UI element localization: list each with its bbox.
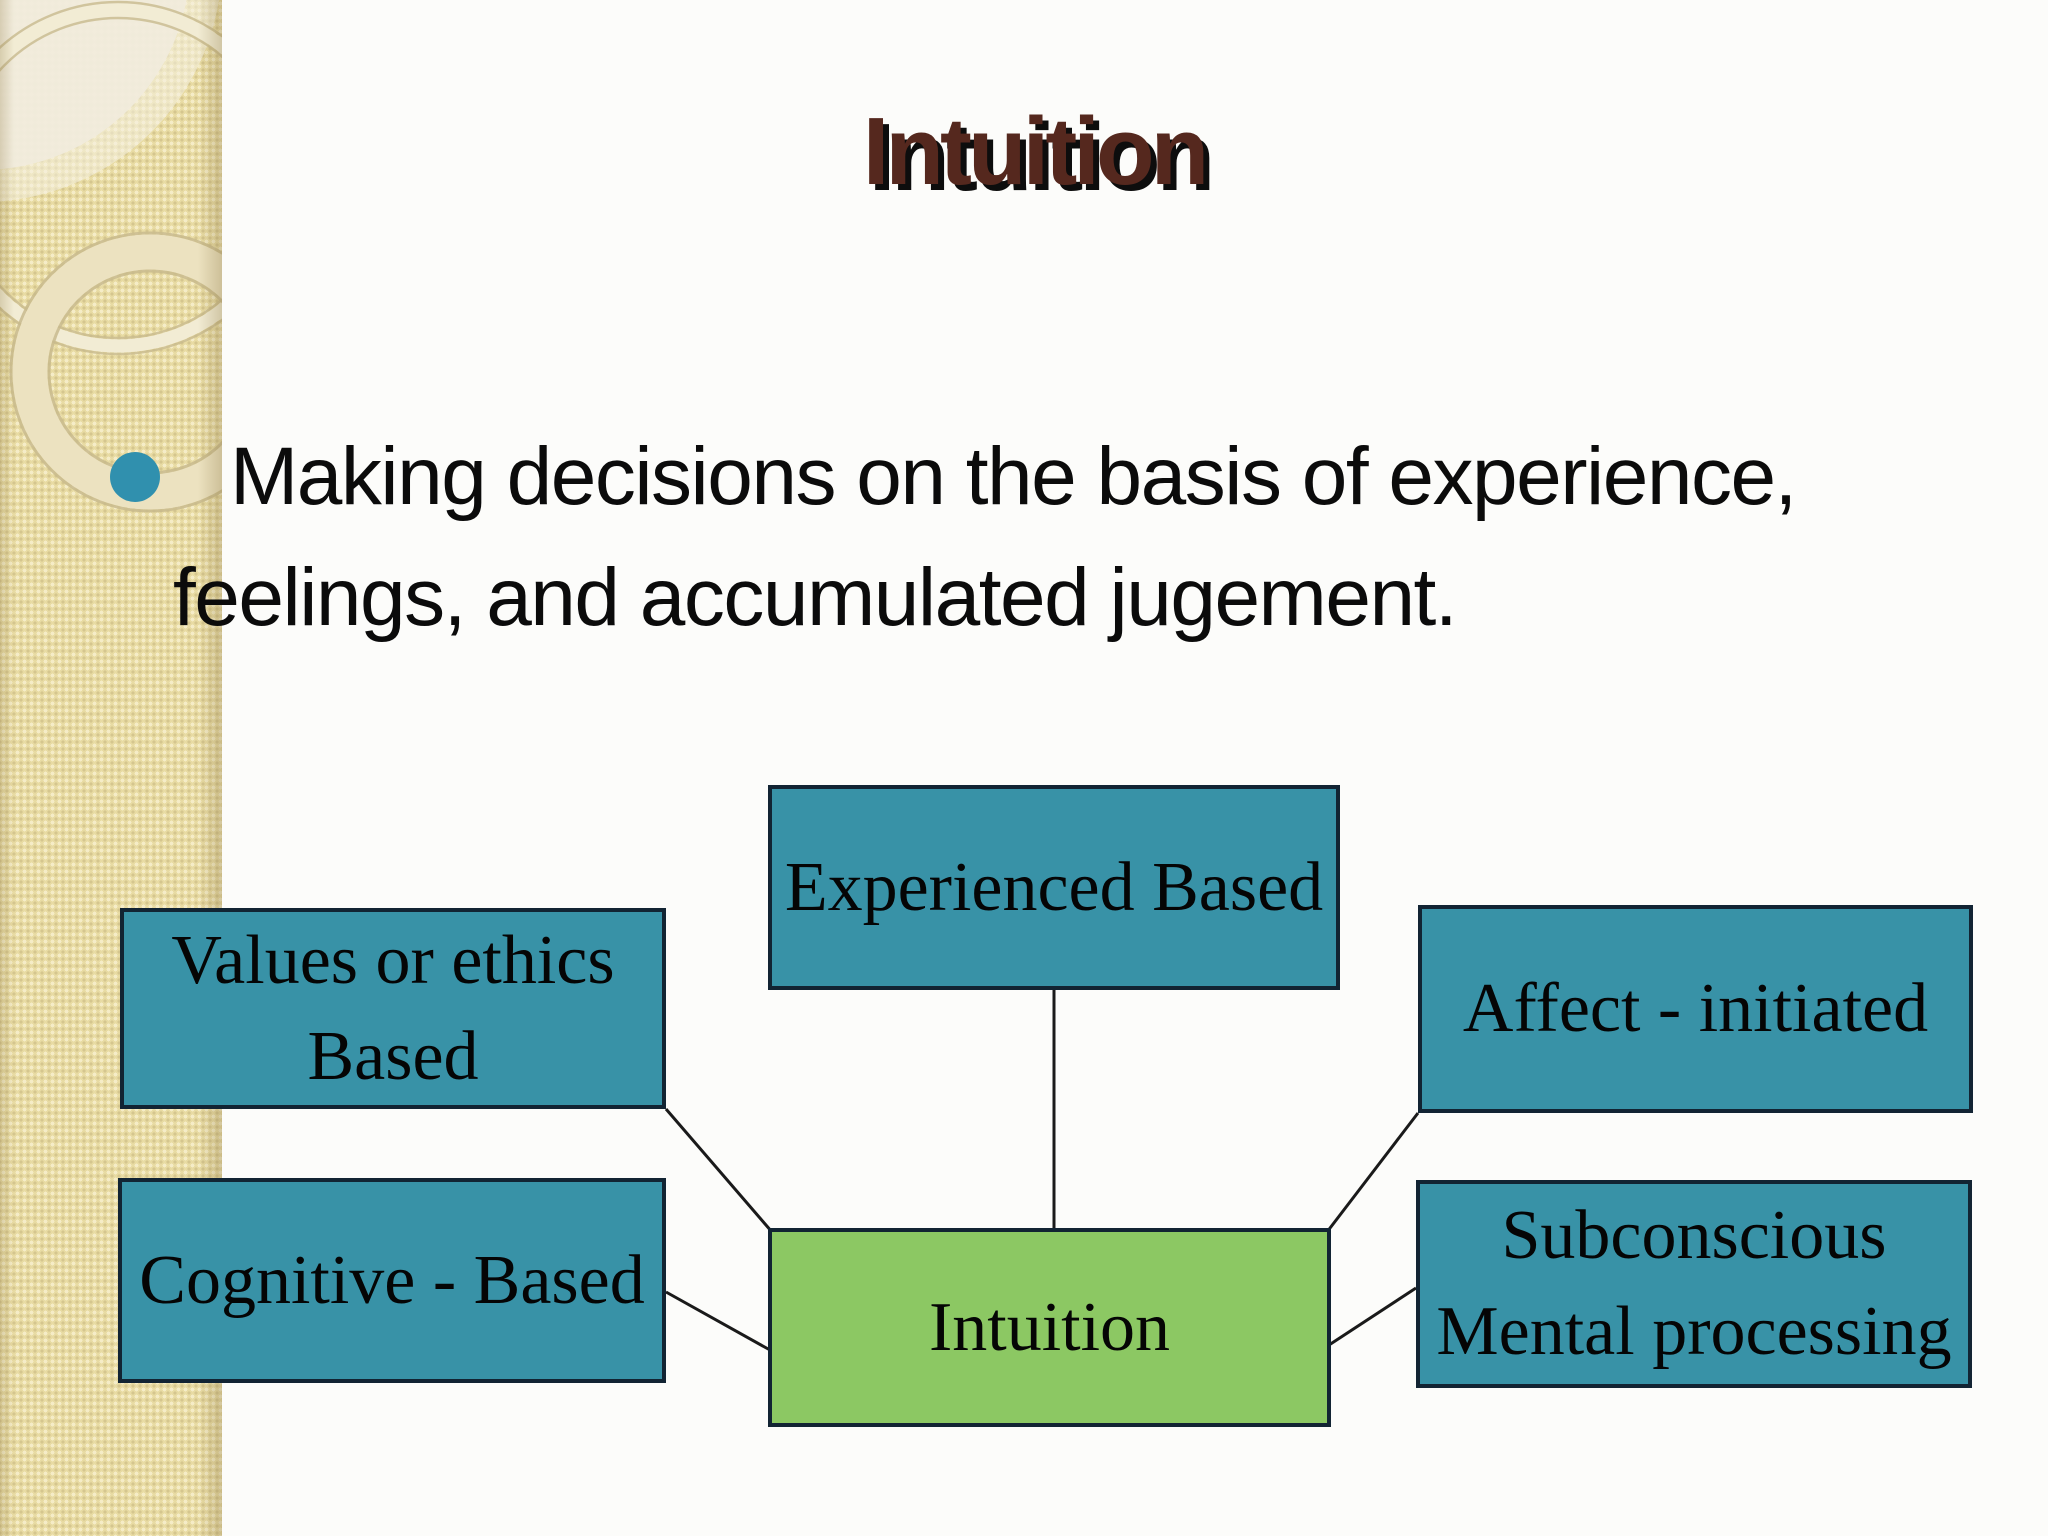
node-label: Experienced Based: [784, 848, 1324, 926]
diagram-node-affect-initiated: Affect - initiated: [1418, 905, 1973, 1113]
node-label: Subconscious: [1501, 1197, 1887, 1274]
bullet-text-line1: Making decisions on the basis of experie…: [230, 431, 1797, 522]
bullet-text-line2: feelings, and accumulated jugement.: [173, 552, 1458, 643]
diagram-node-subconscious-mental-processing: Subconscious Mental processing: [1416, 1180, 1972, 1388]
left-decorative-strip: [0, 0, 222, 1536]
node-label: Based: [307, 1017, 479, 1095]
strip-circles-ornament: [0, 0, 222, 513]
slide-title: Intuition: [862, 98, 1210, 205]
node-label: Cognitive - Based: [139, 1241, 645, 1319]
node-label: Affect - initiated: [1462, 970, 1929, 1047]
diagram-node-cognitive-based: Cognitive - Based: [118, 1178, 666, 1383]
bullet-dot-icon: [110, 452, 160, 502]
node-label: Intuition: [928, 1288, 1171, 1366]
node-label: Mental processing: [1436, 1293, 1952, 1370]
diagram-node-intuition-center: Intuition: [768, 1228, 1331, 1427]
diagram-node-experienced-based: Experienced Based: [768, 785, 1340, 990]
node-label: Values or ethics: [171, 921, 615, 999]
diagram-node-values-or-ethics-based: Values or ethics Based: [120, 908, 666, 1109]
